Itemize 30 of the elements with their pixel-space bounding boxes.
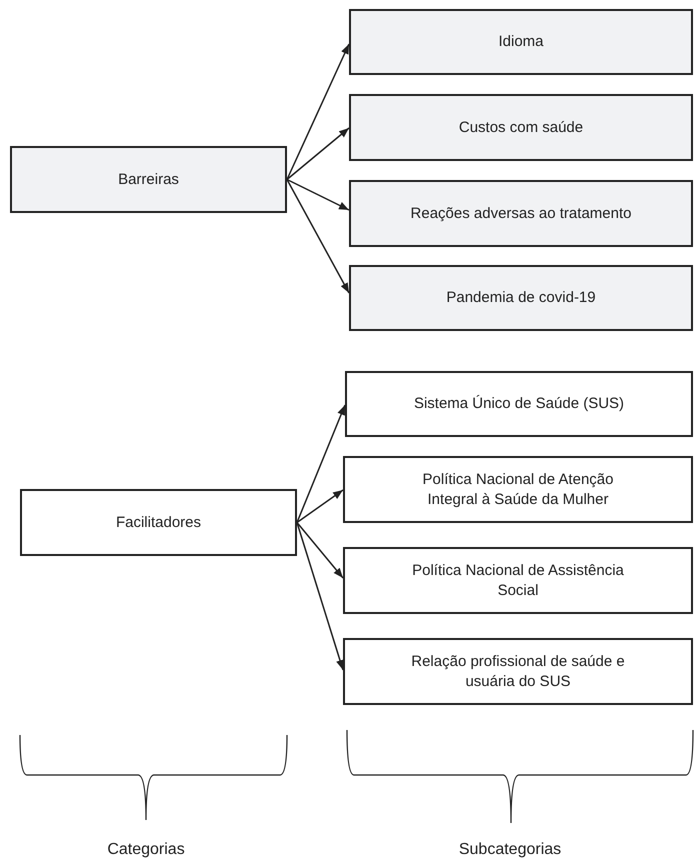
arrow [296, 522, 344, 670]
arrow [286, 44, 350, 180]
box-text: Relação profissional de saúde e usuária do SUS [410, 652, 626, 691]
box-text: Barreiras [118, 170, 179, 190]
category-box [349, 94, 693, 161]
box-text: Idioma [498, 32, 544, 52]
category-box [10, 146, 287, 213]
bracket-label: Categorias [107, 840, 185, 860]
arrow [286, 178, 350, 211]
category-box [345, 371, 693, 437]
box-text: Pandemia de covid-19 [446, 288, 596, 308]
arrow [296, 404, 346, 523]
box-text: Facilitadores [116, 512, 202, 532]
category-box [343, 547, 693, 614]
category-box [343, 456, 693, 523]
category-box [349, 265, 693, 331]
arrow [286, 127, 350, 180]
category-box [343, 638, 693, 705]
arrow [286, 179, 350, 294]
arrow [296, 522, 344, 578]
box-text: Política Nacional de Assistência Social [411, 561, 625, 600]
arrow [296, 489, 344, 524]
box-text: Política Nacional de Atenção Integral à Saúde da Mulher [422, 470, 614, 509]
box-text: Sistema Único de Saúde (SUS) [414, 394, 624, 414]
box-text: Reações adversas ao tratamento [410, 204, 632, 224]
bracket-label: Subcategorias [458, 840, 562, 860]
category-box [20, 489, 297, 556]
category-box [349, 9, 693, 75]
category-box [349, 180, 693, 247]
box-text: Custos com saúde [458, 118, 584, 138]
